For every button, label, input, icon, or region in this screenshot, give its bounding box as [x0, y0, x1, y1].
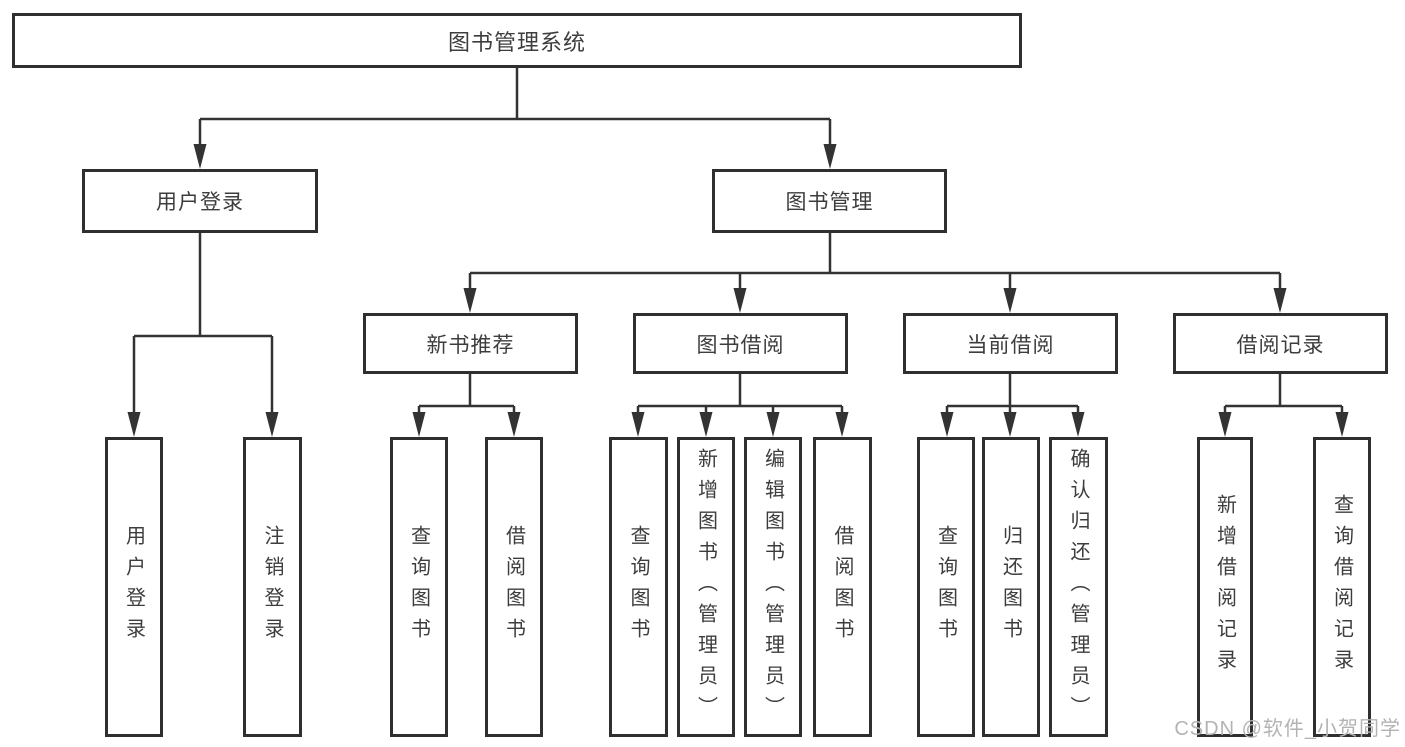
- leaf-current-return-books: 归还图书: [982, 437, 1040, 737]
- watermark: CSDN @软件_小贺同学: [1174, 718, 1401, 740]
- node-user-login: 用户登录: [82, 169, 318, 233]
- connector-book-borrow-children: [631, 374, 849, 437]
- connector-current-borrow-children: [940, 374, 1085, 437]
- node-borrow-records: 借阅记录: [1173, 313, 1388, 374]
- connector-book-management-children: [463, 233, 1287, 313]
- connector-borrow-records-children: [1218, 374, 1349, 437]
- leaf-user-login: 用户登录: [105, 437, 163, 737]
- connector-root-to-level2: [193, 68, 837, 169]
- leaf-current-query-books: 查询图书: [917, 437, 975, 737]
- leaf-logout: 注销登录: [243, 437, 302, 737]
- leaf-newbook-borrow-books: 借阅图书: [485, 437, 543, 737]
- leaf-newbook-query-books: 查询图书: [390, 437, 448, 737]
- leaf-borrow-borrow-books: 借阅图书: [813, 437, 872, 737]
- leaf-current-confirm-return-admin: 确认归还（管理员）: [1049, 437, 1108, 737]
- connector-new-book-children: [412, 374, 521, 437]
- node-book-borrow: 图书借阅: [633, 313, 848, 374]
- node-book-management: 图书管理: [712, 169, 947, 233]
- node-library-management-system: 图书管理系统: [12, 13, 1022, 68]
- connector-user-login-children: [127, 233, 279, 437]
- leaf-records-query-record: 查询借阅记录: [1313, 437, 1371, 737]
- node-current-borrow: 当前借阅: [903, 313, 1118, 374]
- leaf-borrow-query-books: 查询图书: [609, 437, 668, 737]
- node-new-book-recommend: 新书推荐: [363, 313, 578, 374]
- leaf-borrow-add-books-admin: 新增图书（管理员）: [677, 437, 735, 737]
- leaf-records-add-record: 新增借阅记录: [1197, 437, 1253, 737]
- leaf-borrow-edit-books-admin: 编辑图书（管理员）: [744, 437, 802, 737]
